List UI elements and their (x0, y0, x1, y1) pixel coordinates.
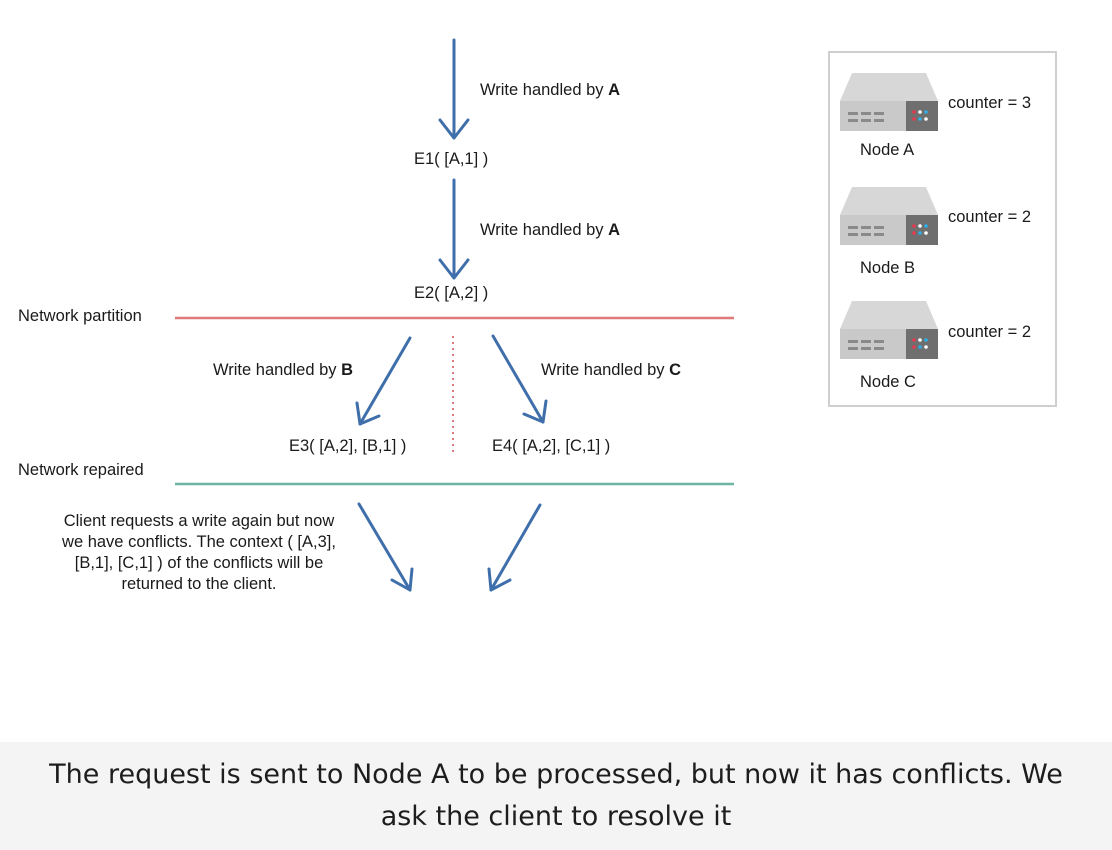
event-e3: E3( [A,2], [B,1] ) (289, 437, 407, 455)
label-node: A (608, 221, 621, 239)
label-write-a-1: Write handled by A (480, 80, 620, 100)
conflict-note: Client requests a write again but now we… (62, 512, 336, 593)
node-counter: counter = 2 (948, 323, 1032, 341)
label-node: B (341, 361, 354, 379)
arrow-merge-right (487, 503, 542, 592)
node-counter: counter = 3 (948, 94, 1032, 112)
caption-bar: The request is sent to Node A to be proc… (0, 742, 1112, 850)
server-icon (840, 301, 938, 359)
node-name: Node B (860, 259, 916, 277)
event-e2: E2( [A,2] ) (414, 284, 489, 302)
label-prefix: Write handled by (541, 361, 670, 379)
arrow-write-a-2 (438, 178, 470, 280)
arrow-write-a-1 (438, 38, 470, 140)
node-name: Node A (860, 141, 915, 159)
arrow-merge-left (357, 502, 414, 592)
event-e1: E1( [A,1] ) (414, 150, 489, 168)
label-node: C (669, 361, 682, 379)
caption-text: The request is sent to Node A to be proc… (49, 759, 1063, 832)
node-panel: Node A counter = 3 Node B counter = 2 (828, 51, 1057, 407)
label-write-c: Write handled by C (541, 360, 681, 380)
label-prefix: Write handled by (480, 81, 609, 99)
label-prefix: Write handled by (480, 221, 609, 239)
label-write-b: Write handled by B (213, 360, 353, 380)
arrow-write-b (355, 336, 412, 426)
server-icon (840, 73, 938, 131)
node-name: Node C (860, 373, 916, 391)
event-e4: E4( [A,2], [C,1] ) (492, 437, 611, 455)
server-icon (840, 187, 938, 245)
label-write-a-2: Write handled by A (480, 220, 620, 240)
diagram-svg (175, 38, 734, 592)
label-node: A (608, 81, 621, 99)
arrow-write-c (491, 334, 548, 424)
network-repaired-label: Network repaired (18, 461, 144, 479)
node-counter: counter = 2 (948, 208, 1032, 226)
label-prefix: Write handled by (213, 361, 342, 379)
network-partition-label: Network partition (18, 307, 142, 325)
diagram-canvas: Write handled by A E1( [A,1] ) Write han… (18, 38, 1057, 593)
